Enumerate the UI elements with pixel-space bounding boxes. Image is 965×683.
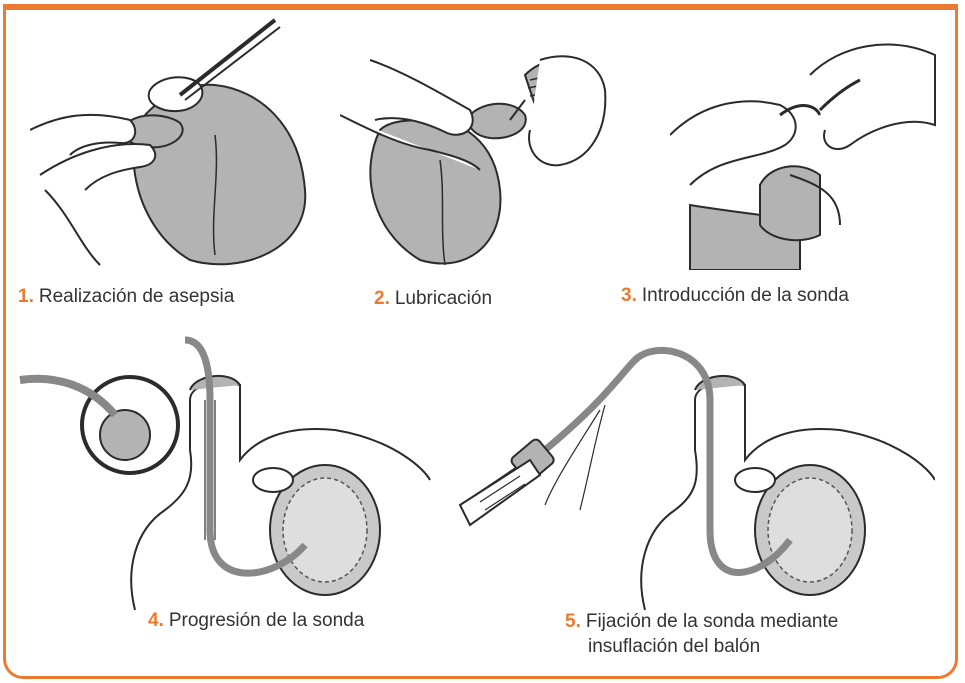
step-4-label: Progresión de la sonda: [169, 610, 364, 631]
step-1-number: 1.: [18, 286, 34, 307]
illustration-step-1-asepsis: [30, 15, 320, 275]
illustration-step-3-insertion: [670, 35, 940, 270]
step-1-label: Realización de asepsia: [39, 286, 234, 307]
step-4-number: 4.: [148, 610, 164, 631]
caption-step-3: 3.Introducción de la sonda: [621, 283, 849, 308]
illustration-step-2-lubrication: [340, 20, 610, 270]
illustration-step-4-progression: [15, 330, 435, 620]
step-2-label: Lubricación: [395, 288, 492, 309]
step-2-number: 2.: [374, 288, 390, 309]
illustration-step-5-balloon-inflation: [455, 330, 935, 620]
step-5-label-line2: insuflación del balón: [565, 634, 838, 659]
caption-step-2: 2.Lubricación: [374, 286, 492, 311]
caption-step-4: 4.Progresión de la sonda: [148, 608, 364, 633]
caption-step-5: 5.Fijación de la sonda mediante insuflac…: [565, 609, 838, 659]
step-3-number: 3.: [621, 285, 637, 306]
step-5-number: 5.: [565, 611, 581, 632]
step-5-label-line1: Fijación de la sonda mediante: [586, 611, 838, 632]
caption-step-1: 1.Realización de asepsia: [18, 284, 234, 309]
step-3-label: Introducción de la sonda: [642, 285, 849, 306]
